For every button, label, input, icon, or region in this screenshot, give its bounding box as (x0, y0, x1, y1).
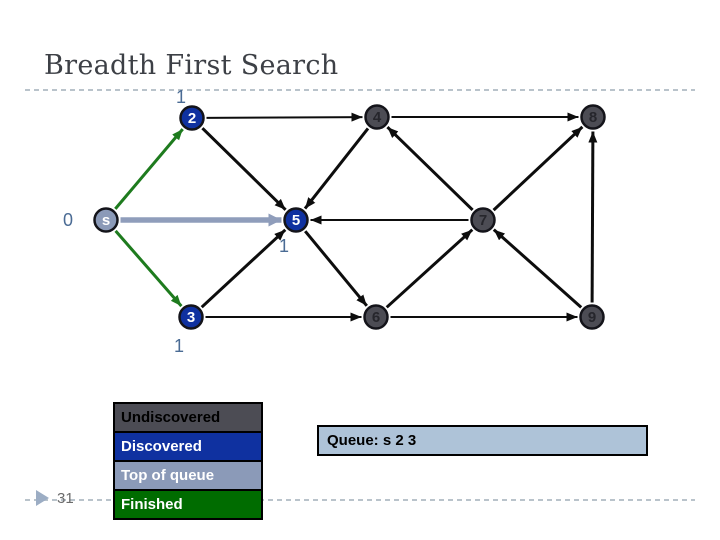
legend-row-discovered: Discovered (115, 433, 261, 462)
edge-5-to-6 (304, 230, 368, 307)
node-circle-2 (179, 105, 205, 131)
node-2: 2 (179, 105, 205, 131)
divider-top (25, 89, 695, 91)
edge-2-to-5 (201, 127, 287, 211)
edge-9-to-8 (588, 131, 598, 303)
node-5: 5 (283, 207, 309, 233)
node-circle-7 (470, 207, 496, 233)
queue-text: Queue: s 2 3 (327, 432, 417, 449)
legend-row-top-of-queue: Top of queue (115, 462, 261, 491)
distance-label: 1 (279, 236, 289, 256)
node-label-3: 3 (187, 309, 195, 326)
edge-7-to-4 (386, 126, 474, 211)
node-label-8: 8 (589, 109, 597, 126)
node-circle-4 (364, 104, 390, 130)
distance-label: 1 (174, 336, 184, 356)
node-4: 4 (364, 104, 390, 130)
node-label-2: 2 (188, 110, 196, 127)
node-label-4: 4 (373, 109, 382, 126)
edge-s-to-2 (114, 128, 184, 210)
edge-2-to-4 (206, 112, 363, 122)
edge-3-to-5 (200, 228, 287, 309)
distance-label: 1 (176, 87, 186, 107)
edge-9-to-7 (492, 228, 583, 309)
node-circle-s (93, 207, 119, 233)
node-label-7: 7 (479, 212, 487, 229)
node-label-6: 6 (372, 309, 380, 326)
node-circle-9 (579, 304, 605, 330)
node-label-9: 9 (588, 309, 596, 326)
slide-title: Breadth First Search (44, 50, 339, 81)
edge-s-to-3 (114, 229, 183, 308)
edge-6-to-7 (385, 228, 474, 309)
legend-row-undiscovered: Undiscovered (115, 404, 261, 433)
edge-4-to-5 (303, 127, 370, 210)
distance-label: 0 (63, 210, 73, 230)
node-8: 8 (580, 104, 606, 130)
node-circle-8 (580, 104, 606, 130)
node-6: 6 (363, 304, 389, 330)
node-9: 9 (579, 304, 605, 330)
queue-box: Queue: s 2 3 (317, 425, 648, 456)
node-s: s (93, 207, 119, 233)
node-circle-3 (178, 304, 204, 330)
node-circle-5 (283, 207, 309, 233)
node-3: 3 (178, 304, 204, 330)
node-7: 7 (470, 207, 496, 233)
slide-bullet-arrow-icon (36, 490, 49, 506)
node-label-s: s (102, 212, 110, 229)
legend-row-finished: Finished (115, 491, 261, 518)
divider-bottom (25, 499, 695, 501)
edge-7-to-8 (492, 125, 584, 212)
node-label-5: 5 (292, 212, 300, 229)
node-circle-6 (363, 304, 389, 330)
page-number: 31 (57, 490, 74, 507)
